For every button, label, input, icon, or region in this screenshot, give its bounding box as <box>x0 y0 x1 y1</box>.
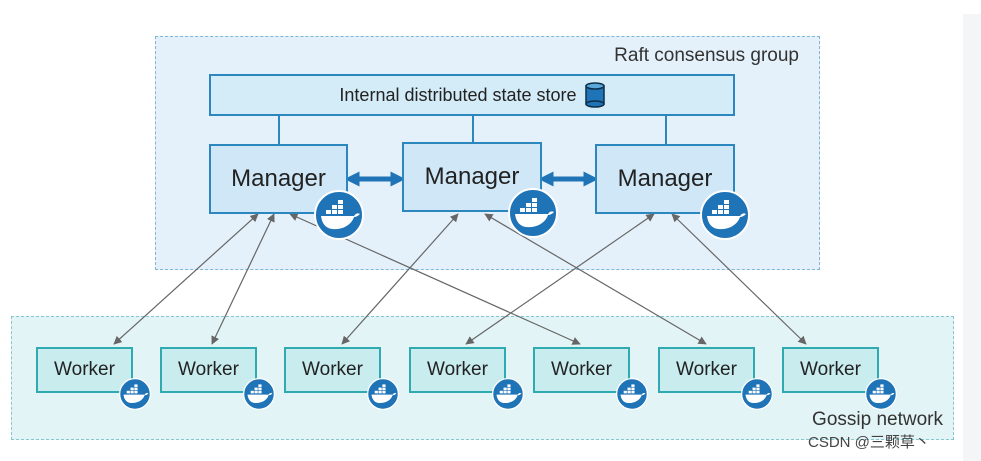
docker-whale-icon <box>492 378 524 410</box>
worker-node-7: Worker <box>782 347 879 393</box>
worker-label: Worker <box>178 359 239 380</box>
worker-node-1: Worker <box>36 347 133 393</box>
docker-whale-icon <box>367 378 399 410</box>
worker-node-6: Worker <box>658 347 755 393</box>
docker-whale-icon <box>314 190 364 240</box>
worker-node-4: Worker <box>409 347 506 393</box>
docker-whale-icon <box>243 378 275 410</box>
worker-node-2: Worker <box>160 347 257 393</box>
docker-whale-icon <box>119 378 151 410</box>
worker-label: Worker <box>54 359 115 380</box>
worker-label: Worker <box>800 359 861 380</box>
manager-label: Manager <box>424 163 520 190</box>
docker-whale-icon <box>700 190 750 240</box>
docker-whale-icon <box>508 188 558 238</box>
docker-whale-icon <box>865 378 897 410</box>
worker-label: Worker <box>551 359 612 380</box>
manager-label: Manager <box>617 165 713 192</box>
worker-label: Worker <box>302 359 363 380</box>
worker-node-3: Worker <box>284 347 381 393</box>
worker-label: Worker <box>676 359 737 380</box>
link-manager-3-worker-7 <box>671 213 807 345</box>
internal-state-store: Internal distributed state store <box>209 74 735 116</box>
csdn-watermark: CSDN @三颗草丶 <box>808 434 930 451</box>
link-manager-1-worker-1 <box>113 213 259 345</box>
raft-consensus-group-label: Raft consensus group <box>614 45 799 66</box>
manager-label: Manager <box>231 165 326 192</box>
link-manager-2-worker-3 <box>341 213 459 345</box>
worker-node-5: Worker <box>533 347 630 393</box>
right-edge-strip <box>963 14 981 461</box>
database-icon <box>584 82 605 108</box>
link-manager-3-worker-4 <box>465 213 655 345</box>
gossip-network-label: Gossip network <box>812 409 943 430</box>
state-store-label: Internal distributed state store <box>339 84 577 105</box>
link-manager-1-worker-2 <box>211 213 275 345</box>
manager-node-3: Manager <box>595 144 735 214</box>
docker-whale-icon <box>741 378 773 410</box>
worker-label: Worker <box>427 359 488 380</box>
docker-whale-icon <box>616 378 648 410</box>
